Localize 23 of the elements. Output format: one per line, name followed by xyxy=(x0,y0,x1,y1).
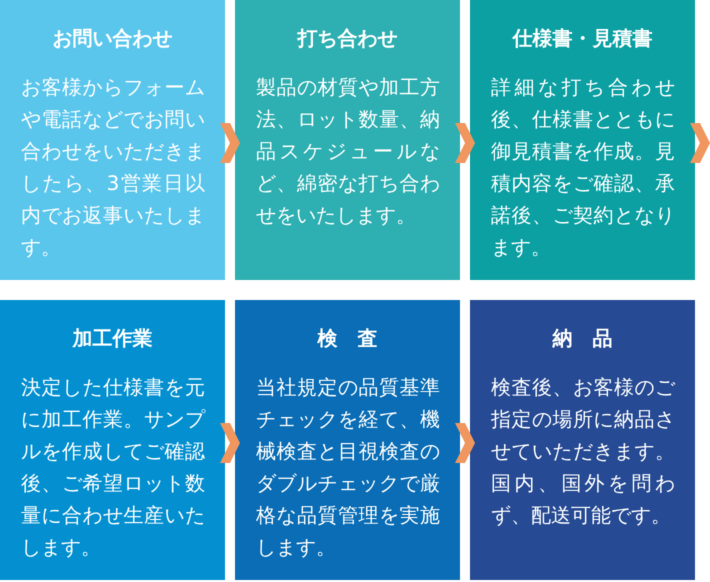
step-description: 詳細な打ち合わせ後、仕様書とともに御見積書を作成。見積内容をご確認、承諾後、ご契約となります。 xyxy=(491,74,675,261)
chevron-arrow xyxy=(455,423,475,463)
step-box xyxy=(235,300,460,580)
step-title: 打ち合わせ xyxy=(298,25,398,52)
step-description: 当社規定の品質基準チェックを経て、機械検査と目視検査のダブルチェックで厳格な品質管理を実施します。 xyxy=(256,374,440,561)
chevron-arrow xyxy=(455,123,475,163)
step-title: お問い合わせ xyxy=(52,25,172,52)
step-box xyxy=(470,300,695,580)
step-title: 検 査 xyxy=(318,325,378,352)
step-description: 決定した仕様書を元に加工作業。サンプルを作成してご確認後、ご希望ロット数量に合わせ生産いたします。 xyxy=(21,374,205,561)
chevron-arrow xyxy=(690,123,710,163)
chevron-arrow xyxy=(220,423,240,463)
step-title: 納 品 xyxy=(552,325,612,352)
step-box xyxy=(470,0,695,280)
chevron-arrow xyxy=(220,123,240,163)
step-box xyxy=(0,300,225,580)
step-description: お客様からフォームや電話などでお問い合わせをいただきましたら、3営業日以内でお返事いたします。 xyxy=(21,74,205,261)
step-title: 加工作業 xyxy=(72,325,152,352)
step-description: 製品の材質や加工方法、ロット数量、納品スケジュールなど、綿密な打ち合わせをいたします。 xyxy=(256,74,440,229)
step-title: 仕様書・見積書 xyxy=(512,25,652,52)
step-box xyxy=(0,0,225,280)
step-box xyxy=(235,0,460,280)
step-description: 検査後、お客様のご指定の場所に納品させていただきます。国内、国外を問わず、配送可能です。 xyxy=(491,374,675,529)
